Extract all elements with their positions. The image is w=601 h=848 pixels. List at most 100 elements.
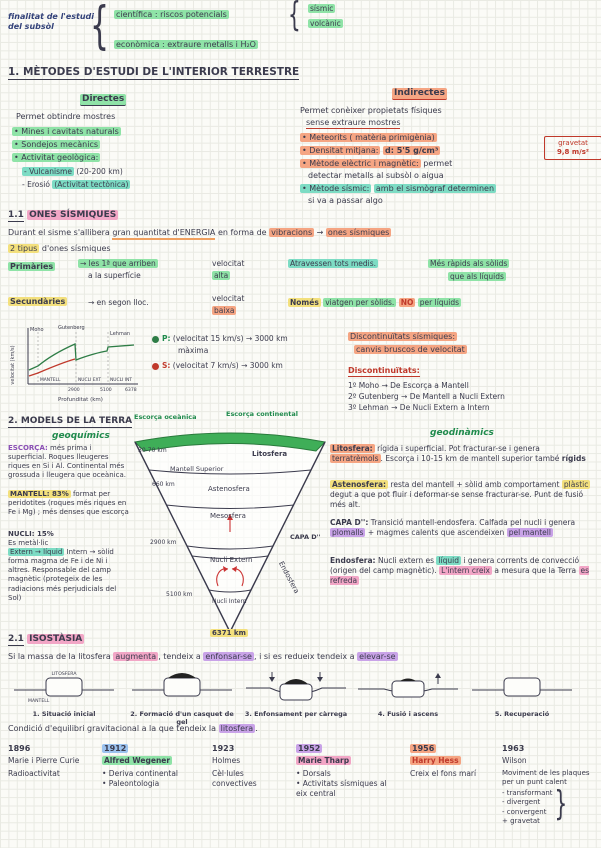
depth-6371-text: 6371 km bbox=[210, 629, 248, 637]
disc-box-line-1: Discontinuïtats sísmiques: bbox=[348, 332, 458, 342]
timeline-year-text: 1952 bbox=[296, 744, 323, 753]
p-wave-note: P: (velocitat 15 km/s) → 3000 km bbox=[152, 334, 288, 344]
sismic-text: sísmic bbox=[308, 4, 336, 13]
mesosfera-label: Mesosfera bbox=[210, 512, 246, 520]
timeline-item: - transformant bbox=[502, 789, 553, 798]
geod-plomalls: plomalls bbox=[330, 527, 366, 537]
iso-cond-2: . bbox=[255, 724, 258, 733]
directes-item-2: • Sondejos mecànics bbox=[12, 140, 101, 150]
litosfera-label: Litosfera bbox=[252, 450, 288, 458]
graph-gutenberg-label: Gutenberg bbox=[58, 325, 85, 331]
astenosfera-label: Astenosfera bbox=[208, 485, 250, 493]
section-2-heading: 2. MODELS DE LA TERRA bbox=[8, 416, 133, 428]
escorca-oceanica-label: Escorça oceànica bbox=[134, 413, 197, 421]
section-2-1-heading: 2.1 ISOSTÀSIA bbox=[8, 634, 85, 646]
escorca-cap bbox=[133, 432, 327, 452]
disc-title: Discontinuïtats: bbox=[348, 366, 420, 377]
cientifica-text: científica : riscos potencials bbox=[114, 10, 229, 19]
geod-capa-d-text-1: Transició mantell-endosfera. Calfada pel… bbox=[370, 518, 576, 527]
graph-nucli-int-label: NUCLI INT bbox=[110, 377, 132, 383]
metode-electric-text-1: permet bbox=[423, 159, 453, 168]
timeline-year-text: 1956 bbox=[410, 744, 437, 753]
ones-line-1: Durant el sisme s'allibera gran quantita… bbox=[8, 228, 600, 240]
timeline-item: Moviment de les plaques per un punt cale… bbox=[502, 769, 590, 787]
isostasia-conclusion: Condició d'equilibri gravitacional a la … bbox=[8, 724, 258, 734]
timeline-year: 1956 bbox=[410, 744, 494, 754]
down-arrow-icon bbox=[269, 672, 323, 682]
finalitat-label: finalitat de l'estudi del subsòl bbox=[8, 12, 95, 32]
indirectes-title-text: Indirectes bbox=[392, 88, 447, 100]
ice-cap-icon bbox=[168, 673, 196, 678]
timeline-name: Marie i Pierre Curie bbox=[8, 756, 80, 766]
s-wave-note: S: (velocitat 7 km/s) → 3000 km bbox=[152, 361, 283, 371]
geod-liquid: líquid bbox=[436, 556, 462, 565]
timeline-name-text: Alfred Wegener bbox=[102, 756, 173, 766]
primaries-liquids: que als líquids bbox=[448, 272, 506, 282]
iso-litosfera-label: LITOSFERA bbox=[52, 671, 78, 677]
geod-capa-d-label: CAPA D'': bbox=[330, 518, 369, 527]
directes-item-1: • Mines i cavitats naturals bbox=[12, 127, 121, 137]
ice-cap-icon bbox=[284, 679, 308, 684]
geoq-mantell-paragraph: MANTELL: 83% format per peridotites (roq… bbox=[8, 490, 130, 517]
iso-caption-2: 2. Formació d'un casquet de gel bbox=[130, 710, 234, 727]
timeline-year: 1952 bbox=[296, 744, 400, 754]
timeline-name-text: Harry Hess bbox=[410, 756, 461, 766]
timeline-item: Creix el fons marí bbox=[410, 769, 477, 779]
depth-6371-label: 6371 km bbox=[210, 629, 248, 638]
isostasia-sentence: Si la massa de la litosfera augmenta, te… bbox=[8, 652, 600, 662]
graph-ylabel: velocitat (km/s) bbox=[10, 345, 16, 384]
timeline-event-1956: 1956 Harry Hess Creix el fons marí bbox=[410, 744, 494, 779]
erosio-text: - Erosió bbox=[22, 180, 50, 189]
up-arrow-icon bbox=[435, 673, 441, 684]
capa-d-label: CAPA D'' bbox=[290, 533, 321, 541]
secundaries-vel-value-text: baixa bbox=[212, 306, 237, 315]
secundaries-vel-value: baixa bbox=[212, 306, 237, 316]
primaries-desc-1: → les 1ª que arriben bbox=[78, 259, 158, 269]
iso-diagram-4: 4. Fusió i ascens bbox=[354, 668, 462, 718]
ones-line-1a: Durant el sisme s'allibera bbox=[8, 228, 110, 237]
disc-item-2: 2º Gutenberg → De Mantell a Nucli Extern bbox=[348, 392, 505, 401]
geodinamics-subheading: geodinàmics bbox=[430, 428, 494, 438]
secundaries-nomes: Només bbox=[288, 298, 321, 307]
p-wave-note-2: màxima bbox=[178, 346, 209, 355]
densitat-value: d: 5'5 g/cm³ bbox=[383, 146, 441, 155]
geoquimics-subheading: geoquímics bbox=[52, 431, 110, 441]
depth-660-label: 660 km bbox=[152, 481, 175, 488]
iso-diagram-1: LITOSFERA MANTELL 1. Situació inicial bbox=[8, 668, 120, 718]
indirectes-subtitle-1: Permet conèixer propietats físiques bbox=[300, 106, 442, 115]
velocity-depth-graph: Moho Gutenberg Lehman MANTELL NUCLI EXT … bbox=[10, 325, 138, 403]
geoq-mantell-text: format per peridotites (roques més rique… bbox=[8, 490, 129, 517]
primaries-title: Primàries bbox=[8, 262, 56, 272]
timeline-fault-types: - transformant - divergent - convergent … bbox=[502, 786, 598, 820]
p-wave-curve bbox=[28, 343, 135, 371]
geod-capa-d-text-2: + magmes calents que ascendeixen bbox=[367, 527, 505, 537]
fault-types-brace: } bbox=[554, 782, 568, 824]
gravetat-box: gravetat 9,8 m/s² bbox=[544, 136, 601, 161]
arrow-icon: → bbox=[316, 228, 324, 237]
ice-cap-icon bbox=[400, 678, 416, 681]
indirectes-subtitle-2: sense extraure mostres bbox=[306, 118, 401, 129]
geod-astenosfera-text-1: resta del mantell + sòlid amb comportame… bbox=[390, 480, 560, 489]
p-wave-dot-icon bbox=[152, 335, 159, 343]
iso-caption-5: 5. Recuperació bbox=[494, 710, 550, 718]
directes-title: Directes bbox=[80, 94, 127, 106]
section-1-1-num: 1.1 bbox=[8, 210, 24, 222]
timeline-event-1896: 1896 Marie i Pierre Curie Radioactivitat bbox=[8, 744, 96, 779]
geod-astenosfera-paragraph: Astenosfera: resta del mantell + sòlid a… bbox=[330, 480, 594, 509]
primaries-desc-1-text: → les 1ª que arriben bbox=[78, 259, 158, 268]
timeline-event-1952: 1952 Marie Tharp • Dorsals • Activitats … bbox=[296, 744, 400, 798]
volcanic-text: volcànic bbox=[308, 19, 343, 28]
iso-sketch-5 bbox=[472, 677, 572, 697]
ones-line-1c: en forma de bbox=[217, 228, 267, 237]
iso-sketch-2 bbox=[132, 673, 232, 697]
densitat-label: • Densitat mitjana: bbox=[300, 146, 381, 155]
s-wave-label: S: bbox=[162, 361, 171, 370]
iso-enfonsar: enfonsar-se bbox=[203, 652, 254, 661]
timeline-name: Harry Hess bbox=[410, 756, 494, 766]
volcanic-line: volcànic bbox=[308, 19, 343, 29]
vulcanisme-range: (20-200 km) bbox=[76, 167, 123, 176]
geoq-mantell-label: MANTELL: 83% bbox=[8, 490, 71, 498]
iso-caption-1: 1. Situació inicial bbox=[32, 710, 96, 718]
indirectes-item-4b: si va a passar algo bbox=[308, 196, 383, 205]
timeline-event-1963: 1963 Wilson Moviment de les plaques per … bbox=[502, 744, 598, 826]
